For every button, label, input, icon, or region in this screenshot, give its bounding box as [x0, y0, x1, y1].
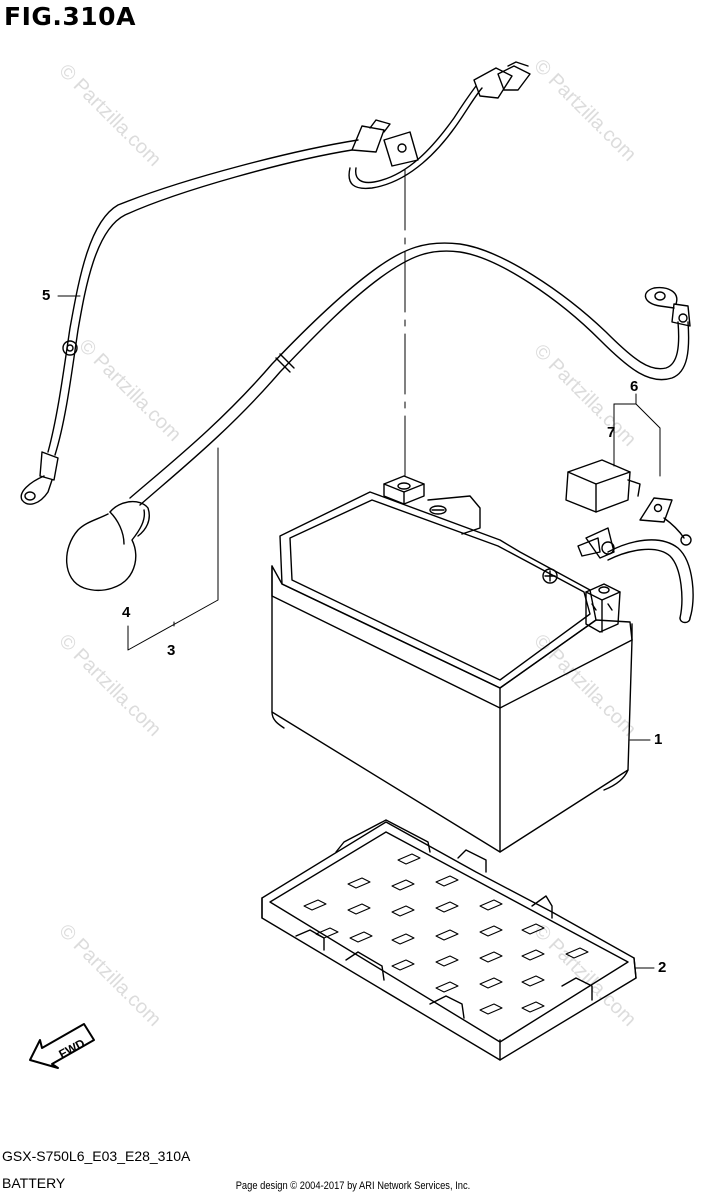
negative-battery-cable	[20, 119, 391, 505]
figure-title: FIG.310A	[4, 2, 136, 31]
callout-5: 5	[42, 287, 51, 304]
terminal-cover	[565, 459, 641, 513]
battery	[271, 475, 633, 853]
section-name: BATTERY	[2, 1175, 66, 1191]
callout-3: 3	[167, 642, 176, 659]
callout-leaders	[57, 295, 661, 969]
positive-terminal-cable	[577, 497, 694, 624]
callout-4: 4	[122, 604, 131, 621]
model-code: GSX-S750L6_E03_E28_310A	[2, 1148, 191, 1164]
callout-2: 2	[658, 959, 667, 976]
copyright-text: Page design © 2004-2017 by ARI Network S…	[235, 1180, 470, 1192]
forward-direction-arrow: FWD	[29, 1023, 95, 1069]
callout-6: 6	[630, 378, 639, 395]
callout-1: 1	[654, 731, 663, 748]
wire-harness-connector	[348, 61, 531, 190]
copyright-footer: Page design © 2004-2017 by ARI Network S…	[0, 1180, 705, 1192]
battery-tray	[261, 819, 637, 1061]
positive-battery-cable	[65, 242, 691, 591]
callout-7: 7	[607, 424, 616, 441]
